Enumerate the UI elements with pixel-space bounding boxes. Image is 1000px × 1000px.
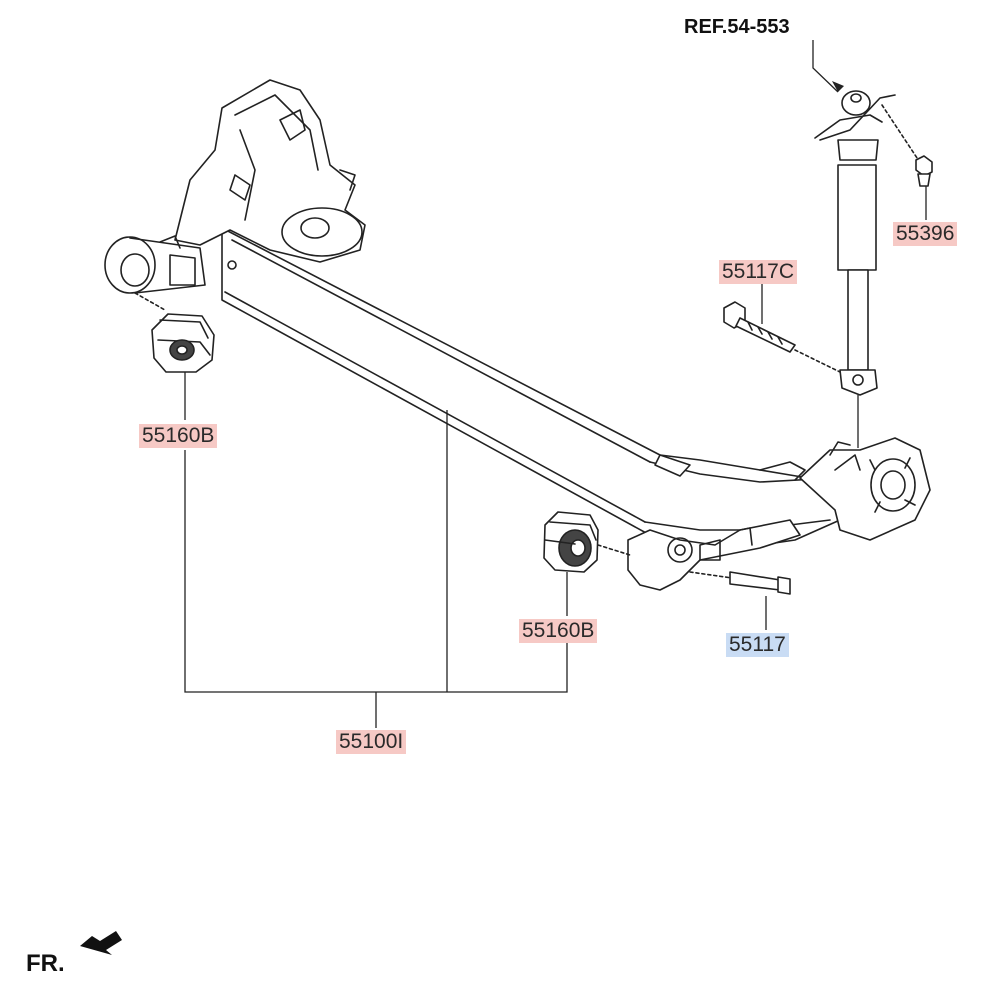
front-arrow-icon xyxy=(80,931,122,955)
bushing-right xyxy=(543,511,599,573)
bolt-55396 xyxy=(915,155,933,187)
bolt-55117 xyxy=(689,571,791,595)
leader-lines xyxy=(184,40,927,728)
torsion-beam xyxy=(221,227,841,553)
part-label-55160b-right[interactable]: 55160B xyxy=(519,619,598,643)
ref-arrowhead xyxy=(832,81,844,92)
bushing-left xyxy=(151,313,215,373)
bolt-55117c xyxy=(723,301,841,373)
part-label-55160b-left[interactable]: 55160B xyxy=(139,424,218,448)
left-trailing-arm xyxy=(174,79,366,263)
ref-label[interactable]: REF.54-553 xyxy=(684,16,790,38)
part-label-55100i[interactable]: 55100I xyxy=(336,730,407,754)
shock-absorber xyxy=(814,90,926,396)
right-trailing-arm xyxy=(759,437,931,541)
left-pivot-eye xyxy=(104,235,206,311)
part-label-55117[interactable]: 55117 xyxy=(726,633,789,657)
part-label-55117c[interactable]: 55117C xyxy=(719,260,798,284)
part-label-55396[interactable]: 55396 xyxy=(893,222,958,246)
right-pivot-eye xyxy=(597,519,801,591)
front-indicator: FR. xyxy=(26,950,65,977)
